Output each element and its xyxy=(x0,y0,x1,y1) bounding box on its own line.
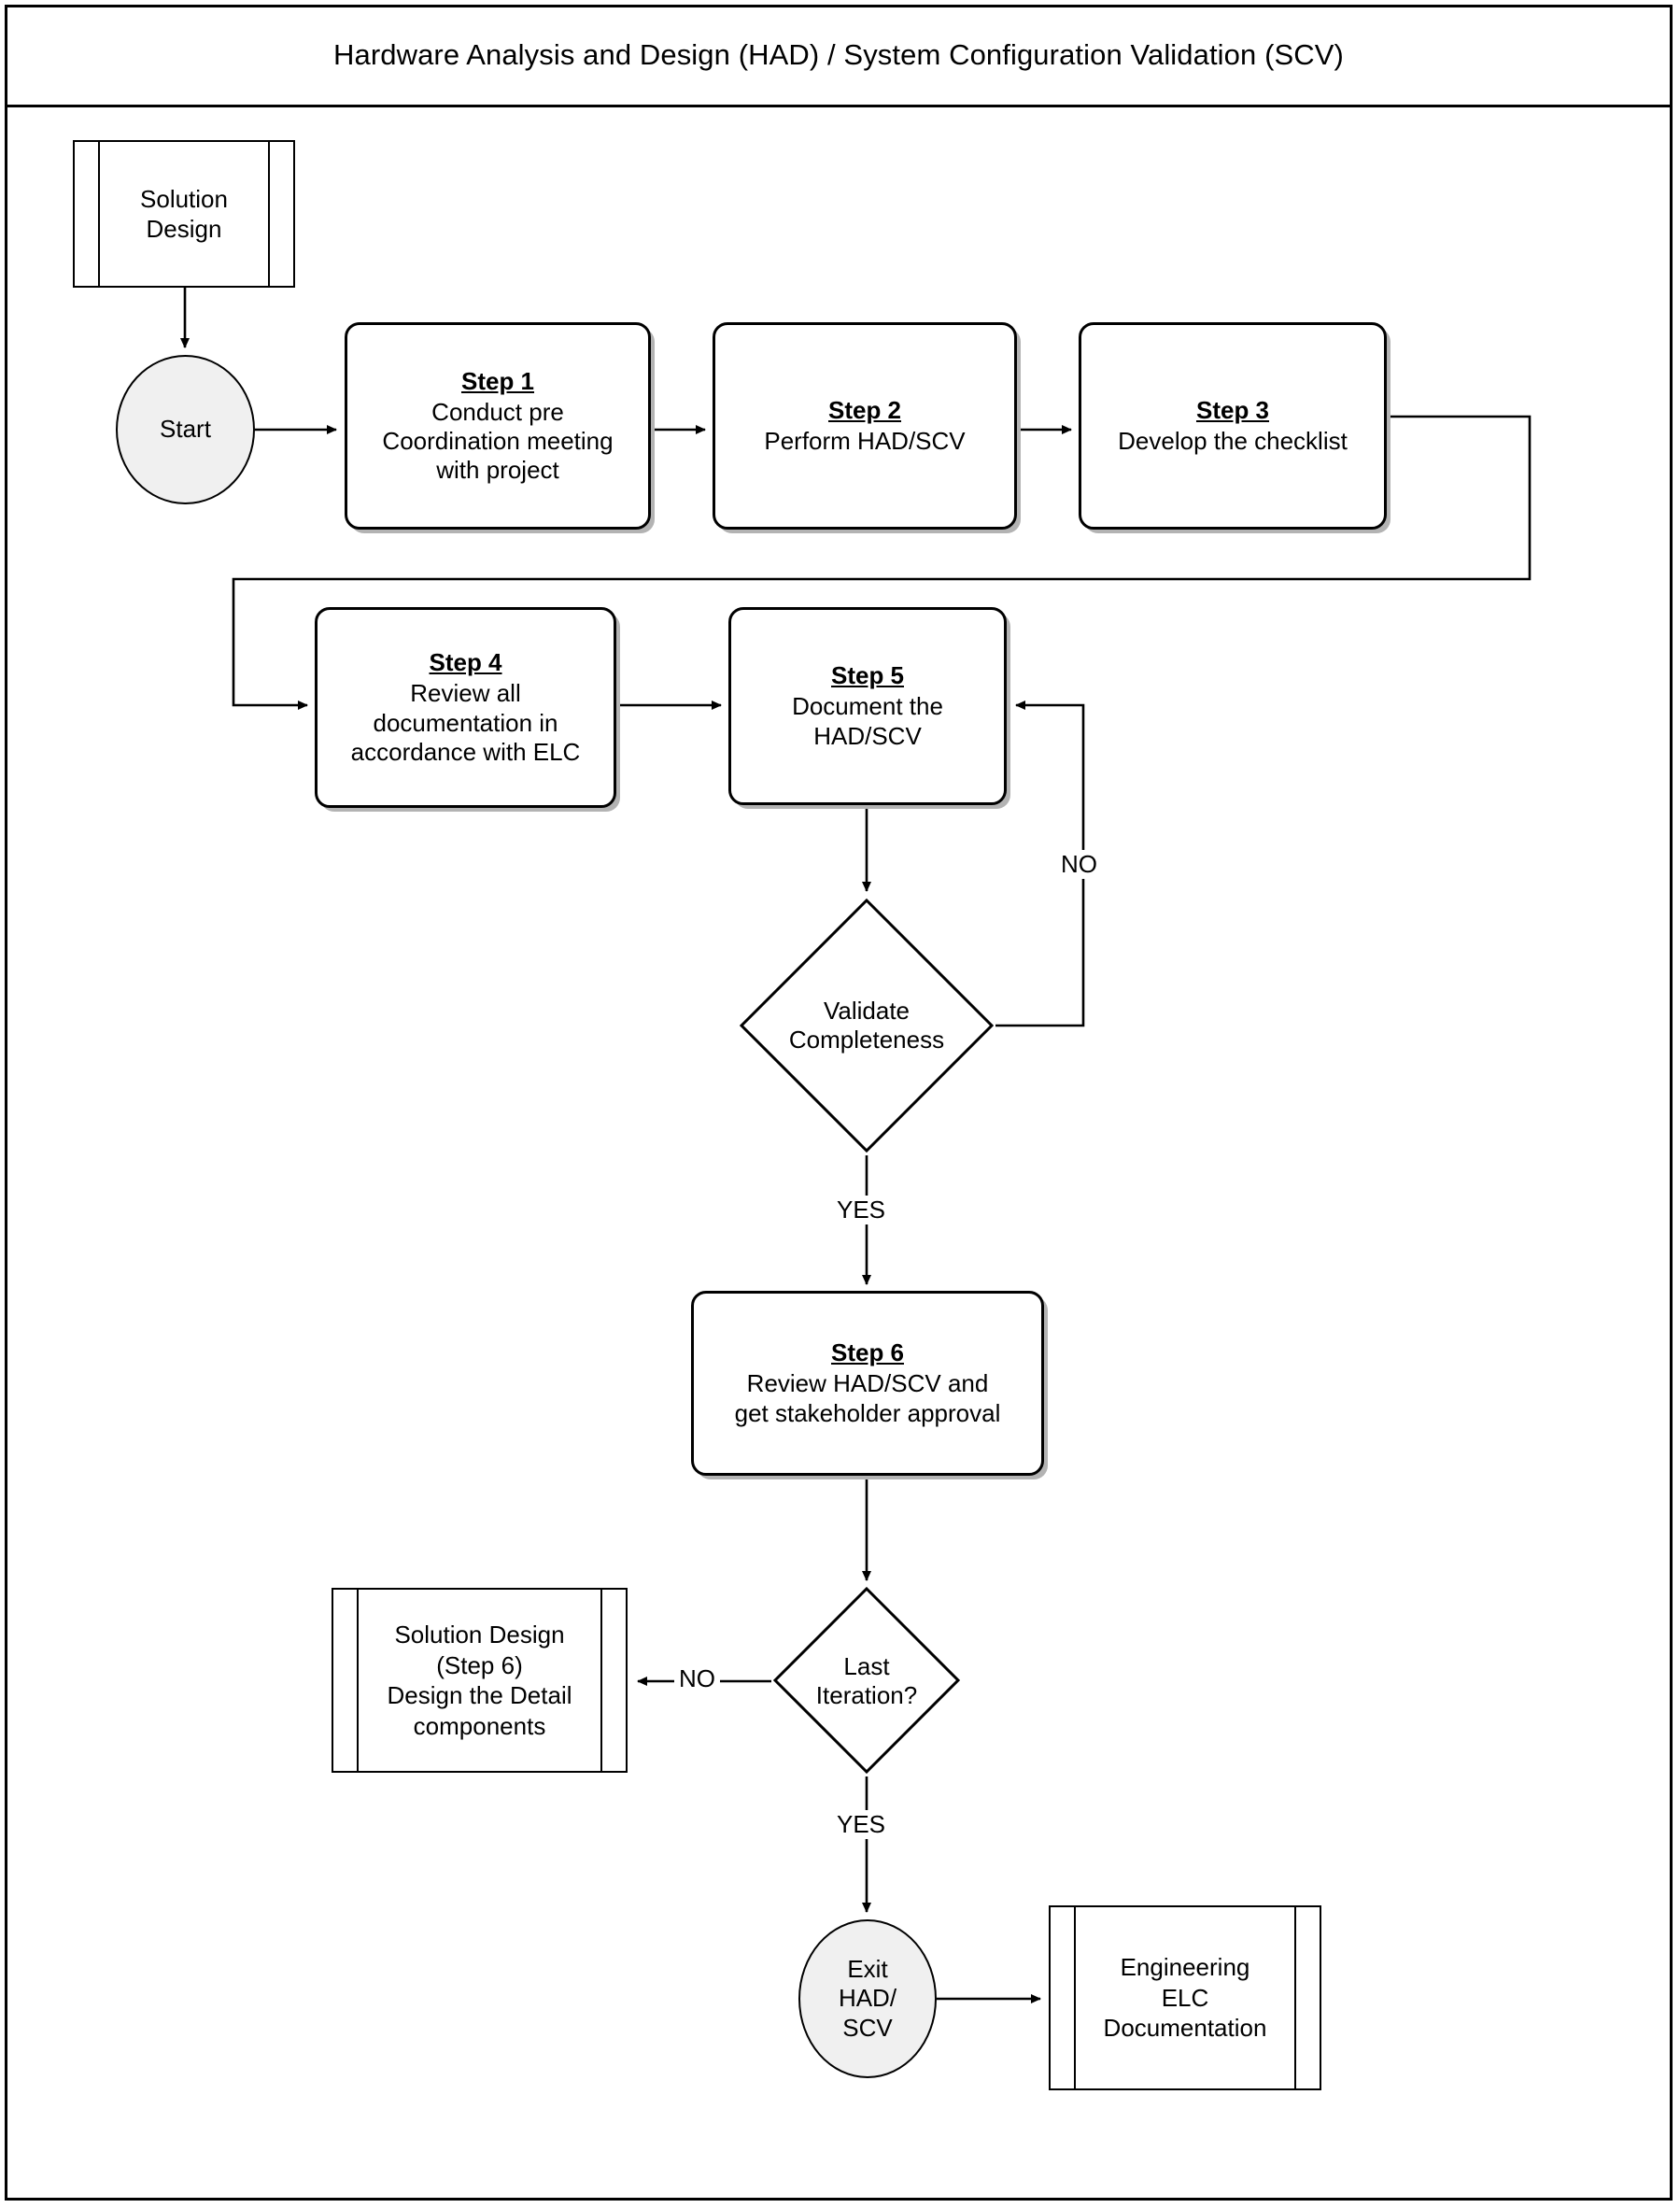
diagram-outer-frame xyxy=(5,5,1673,2201)
node-label: Document the HAD/SCV xyxy=(792,692,943,750)
node-label: Exit HAD/ SCV xyxy=(838,1955,897,2042)
edge-label-validate-no: NO xyxy=(1056,850,1102,879)
node-label: Review HAD/SCV and get stakeholder appro… xyxy=(734,1369,1001,1427)
step-label: Step 1 xyxy=(460,366,535,395)
node-step-6[interactable]: Step 6 Review HAD/SCV and get stakeholde… xyxy=(691,1291,1044,1476)
edge-label-last-iteration-no: NO xyxy=(674,1664,720,1693)
node-label: Perform HAD/SCV xyxy=(764,427,966,455)
diamond-shape xyxy=(739,898,995,1154)
edge-label-last-iteration-yes: YES xyxy=(832,1810,891,1839)
node-label: Develop the checklist xyxy=(1118,427,1348,455)
step-label: Step 2 xyxy=(827,395,902,424)
node-label: Solution Design (Step 6) Design the Deta… xyxy=(387,1621,572,1740)
step-label: Step 4 xyxy=(429,648,502,677)
node-label: Last Iteration? xyxy=(815,1651,918,1709)
node-label: Review all documentation in accordance w… xyxy=(350,679,581,766)
node-step-5[interactable]: Step 5 Document the HAD/SCV xyxy=(728,607,1007,805)
node-engineering-elc-documentation[interactable]: Engineering ELC Documentation xyxy=(1049,1905,1321,2090)
node-start[interactable]: Start xyxy=(116,355,255,504)
node-label: Conduct pre Coordination meeting with pr… xyxy=(382,397,614,485)
predef-right-bar xyxy=(600,1588,602,1773)
edge-label-validate-yes: YES xyxy=(832,1196,891,1224)
diamond-shape xyxy=(772,1586,961,1775)
node-step-1[interactable]: Step 1 Conduct pre Coordination meeting … xyxy=(345,322,651,530)
diagram-title-bar: Hardware Analysis and Design (HAD) / Sys… xyxy=(5,5,1673,107)
step-label: Step 3 xyxy=(1195,395,1270,424)
node-exit-had-scv[interactable]: Exit HAD/ SCV xyxy=(798,1919,937,2078)
page-title: Hardware Analysis and Design (HAD) / Sys… xyxy=(333,37,1344,71)
node-step-4[interactable]: Step 4 Review all documentation in accor… xyxy=(315,607,616,808)
node-last-iteration[interactable]: Last Iteration? xyxy=(771,1586,962,1776)
node-solution-design-step6[interactable]: Solution Design (Step 6) Design the Deta… xyxy=(332,1588,628,1773)
node-solution-design-input[interactable]: Solution Design xyxy=(73,140,295,288)
predef-left-bar xyxy=(1074,1905,1076,2090)
step-label: Step 5 xyxy=(830,661,905,690)
node-label: Start xyxy=(160,415,211,444)
node-label: Engineering ELC Documentation xyxy=(1103,1953,1267,2043)
predef-left-bar xyxy=(357,1588,359,1773)
node-step-3[interactable]: Step 3 Develop the checklist xyxy=(1079,322,1387,530)
node-validate-completeness[interactable]: Validate Completeness xyxy=(738,897,995,1154)
predef-left-bar xyxy=(98,140,100,288)
node-label: Solution Design xyxy=(140,184,228,244)
predef-right-bar xyxy=(268,140,270,288)
step-label: Step 6 xyxy=(830,1338,905,1367)
node-step-2[interactable]: Step 2 Perform HAD/SCV xyxy=(713,322,1017,530)
predef-right-bar xyxy=(1294,1905,1296,2090)
node-label: Validate Completeness xyxy=(788,996,945,1054)
